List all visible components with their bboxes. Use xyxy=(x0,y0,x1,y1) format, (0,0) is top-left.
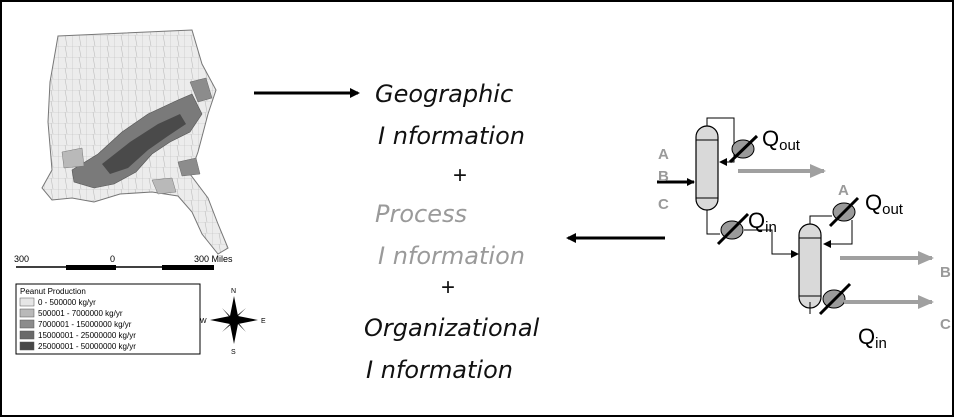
feed-label-a: A xyxy=(658,146,669,163)
scale-label-left: 300 xyxy=(14,254,29,264)
organizational-line1: Organizational xyxy=(364,314,540,342)
legend-item-label: 7000001 - 15000000 kg/yr xyxy=(38,320,132,329)
process-flowsheet xyxy=(657,117,934,316)
plus-sign-2: + xyxy=(441,274,456,301)
geographic-line2: I nformation xyxy=(378,122,525,150)
legend-swatch xyxy=(19,330,35,340)
map-legend: Peanut Production 0 - 500000 kg/yr 500001… xyxy=(15,283,201,355)
peanut-map xyxy=(41,29,229,255)
legend-swatch xyxy=(19,308,35,318)
distillation-column-1 xyxy=(695,125,719,211)
legend-item-label: 500001 - 7000000 kg/yr xyxy=(38,309,123,318)
legend-swatch xyxy=(19,319,35,329)
legend-item-label: 0 - 500000 kg/yr xyxy=(38,298,96,307)
process-line1: Process xyxy=(375,200,467,228)
compass-rose-icon: N S E W xyxy=(200,288,266,356)
plus-sign-1: + xyxy=(453,162,468,189)
compass-w: W xyxy=(200,318,207,325)
distillation-column-2 xyxy=(798,223,822,309)
compass-s: S xyxy=(231,349,236,356)
scale-label-zero: 0 xyxy=(110,254,115,264)
geographic-line1: Geographic xyxy=(375,80,514,108)
legend-item-label: 25000001 - 50000000 kg/yr xyxy=(38,342,136,351)
out-label-b: B xyxy=(940,264,951,281)
q-in-label-2: Qin xyxy=(858,324,887,352)
compass-e: E xyxy=(261,318,266,325)
feed-label-c: C xyxy=(658,196,669,213)
column2-label-a: A xyxy=(838,182,849,199)
peak-production-band xyxy=(102,114,186,174)
feed-label-b: B xyxy=(658,168,669,185)
process-line2: I nformation xyxy=(378,242,525,270)
q-out-label-1: Qout xyxy=(762,126,800,154)
organizational-line2: I nformation xyxy=(366,356,513,384)
legend-swatch xyxy=(19,341,35,351)
scale-label-right: 300 Miles xyxy=(194,254,233,264)
legend-title: Peanut Production xyxy=(20,287,86,296)
compass-n: N xyxy=(231,288,236,295)
q-out-label-2: Qout xyxy=(865,190,903,218)
q-in-label-1: Qin xyxy=(748,208,777,236)
legend-swatch xyxy=(19,297,35,307)
out-label-c: C xyxy=(940,316,951,333)
map-scale-bar: 300 0 300 Miles xyxy=(14,254,233,270)
legend-item-label: 15000001 - 25000000 kg/yr xyxy=(38,331,136,340)
